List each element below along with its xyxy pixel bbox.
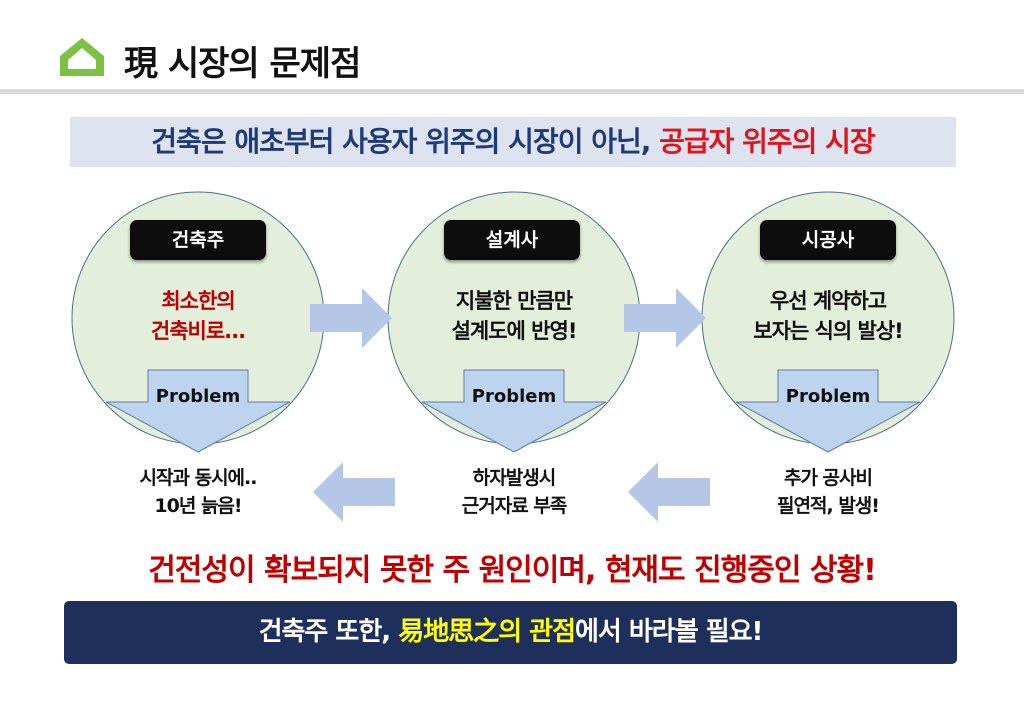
footer-text-end: 에서 바라볼 필요!	[575, 617, 763, 647]
problem-arrow-3	[735, 369, 921, 453]
problem-label: Problem	[785, 386, 871, 407]
result-line: 추가 공사비	[783, 467, 873, 489]
desc-line: 우선 계약하고	[769, 289, 887, 313]
problem-label: Problem	[471, 386, 557, 407]
stage-result-owner: 시작과 동시에.. 10년 늙음!	[78, 464, 318, 520]
banner-highlight: 공급자 위주의 시장	[659, 125, 876, 158]
page-title: 現 시장의 문제점	[124, 44, 361, 84]
role-label-designer: 설계사	[444, 220, 580, 260]
left-arrow-1	[313, 462, 395, 522]
desc-line: 지불한 만큼만	[455, 289, 573, 313]
result-line: 하자발생시	[472, 467, 556, 489]
desc-line: 건축비로...	[150, 319, 246, 343]
result-line: 근거자료 부족	[461, 495, 568, 517]
result-line: 10년 늙음!	[154, 495, 242, 517]
problem-arrow-1	[105, 369, 291, 453]
left-arrow-2	[628, 462, 710, 522]
header-divider	[0, 89, 1024, 94]
result-line: 시작과 동시에..	[139, 467, 258, 489]
desc-line: 보자는 식의 발상!	[753, 319, 903, 343]
headline-banner: 건축은 애초부터 사용자 위주의 시장이 아닌, 공급자 위주의 시장	[70, 117, 956, 167]
home-icon	[60, 38, 104, 76]
desc-line: 설계도에 반영!	[451, 319, 578, 343]
footer-highlight: 易地思之의 관점	[398, 617, 576, 647]
result-line: 필연적, 발생!	[777, 495, 880, 517]
banner-text: 건축은 애초부터 사용자 위주의 시장이 아닌,	[151, 125, 660, 158]
right-arrow-1	[310, 288, 392, 348]
role-label-contractor: 시공사	[760, 220, 896, 260]
problem-label: Problem	[155, 386, 241, 407]
right-arrow-2	[624, 288, 706, 348]
footer-text: 건축주 또한,	[258, 617, 399, 647]
conclusion-text: 건전성이 확보되지 못한 주 원인이며, 현재도 진행중인 상황!	[148, 553, 877, 588]
desc-line: 최소한의	[161, 289, 235, 313]
footer-banner: 건축주 또한, 易地思之의 관점에서 바라볼 필요!	[64, 601, 957, 664]
problem-arrow-2	[421, 369, 607, 453]
role-label-owner: 건축주	[130, 220, 266, 260]
